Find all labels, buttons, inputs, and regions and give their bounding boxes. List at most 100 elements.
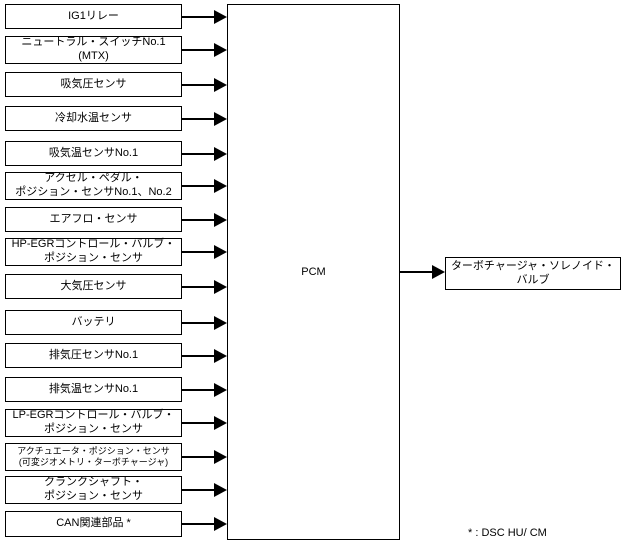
input-box-intake-air-temp-sensor-no1: 吸気温センサNo.1 xyxy=(5,141,182,166)
input-label: エアフロ・センサ xyxy=(49,212,138,225)
input-row: 吸気温センサNo.1 xyxy=(5,141,227,166)
input-row: クランクシャフト・ ポジション・センサ xyxy=(5,476,227,504)
output-box-turbocharger-solenoid-valve: ターボチャージャ・ソレノイド・ バルブ xyxy=(445,257,621,290)
input-box-crankshaft-position-sensor: クランクシャフト・ ポジション・センサ xyxy=(5,476,182,504)
arrow-head xyxy=(214,212,227,227)
input-box-actuator-position-sensor: アクチュエータ・ポジション・センサ (可変ジオメトリ・ターボチャージャ) xyxy=(5,443,182,471)
arrow-right-icon xyxy=(182,483,227,497)
arrow-stem xyxy=(182,152,215,155)
pcm-label: PCM xyxy=(301,266,326,278)
input-label: IG1リレー xyxy=(68,9,119,22)
arrow-stem xyxy=(182,388,215,391)
arrow-right-icon xyxy=(182,146,227,161)
arrow-stem xyxy=(182,15,215,18)
input-label: HP-EGRコントロール・バルブ・ ポジション・センサ xyxy=(11,238,176,264)
input-label: アクチュエータ・ポジション・センサ (可変ジオメトリ・ターボチャージャ) xyxy=(17,445,170,467)
input-row: アクチュエータ・ポジション・センサ (可変ジオメトリ・ターボチャージャ) xyxy=(5,443,227,471)
arrow-head xyxy=(214,315,227,330)
arrow-head xyxy=(214,43,227,57)
input-box-ig1-relay: IG1リレー xyxy=(5,4,182,29)
arrow-right-icon xyxy=(182,382,227,397)
arrow-stem xyxy=(182,117,215,120)
arrow-right-icon xyxy=(182,315,227,330)
arrow-stem xyxy=(182,83,215,86)
arrow-right-icon xyxy=(182,77,227,92)
input-box-lp-egr-control-valve-position-sensor: LP-EGRコントロール・バルブ・ ポジション・センサ xyxy=(5,409,182,437)
arrow-head xyxy=(214,77,227,92)
input-box-barometric-pressure-sensor: 大気圧センサ xyxy=(5,274,182,299)
arrow-stem xyxy=(182,185,215,187)
arrow-right-icon xyxy=(182,245,227,259)
arrow-head xyxy=(214,483,227,497)
arrow-head xyxy=(214,179,227,193)
input-row: 冷却水温センサ xyxy=(5,106,227,131)
arrow-head xyxy=(214,279,227,294)
arrow-head xyxy=(214,111,227,126)
input-label: 吸気圧センサ xyxy=(60,77,127,90)
input-row: アクセル・ペダル・ ポジション・センサNo.1、No.2 xyxy=(5,172,227,200)
arrow-head xyxy=(214,382,227,397)
input-row: 排気圧センサNo.1 xyxy=(5,343,227,368)
input-label: クランクシャフト・ ポジション・センサ xyxy=(44,476,143,502)
input-label: CAN関連部品 * xyxy=(56,517,131,530)
arrow-right-icon xyxy=(182,212,227,227)
input-box-exhaust-pressure-sensor-no1: 排気圧センサNo.1 xyxy=(5,343,182,368)
input-label: 冷却水温センサ xyxy=(55,111,132,124)
input-row: 大気圧センサ xyxy=(5,274,227,299)
input-label: 排気圧センサNo.1 xyxy=(48,348,139,361)
arrow-right-icon xyxy=(182,450,227,464)
arrow-stem xyxy=(182,218,215,221)
input-box-neutral-switch-no1-mtx: ニュートラル・スイッチNo.1 (MTX) xyxy=(5,36,182,64)
arrow-head xyxy=(214,245,227,259)
arrow-right-icon xyxy=(182,348,227,363)
arrow-head xyxy=(214,146,227,161)
input-row: HP-EGRコントロール・バルブ・ ポジション・センサ xyxy=(5,238,227,266)
arrow-head xyxy=(214,517,227,531)
arrow-stem xyxy=(182,523,215,525)
arrow-right-icon xyxy=(400,265,445,279)
input-box-accelerator-pedal-position-sensor: アクセル・ペダル・ ポジション・センサNo.1、No.2 xyxy=(5,172,182,200)
pcm-box: PCM xyxy=(227,4,400,540)
arrow-right-icon xyxy=(182,43,227,57)
arrow-right-icon xyxy=(182,9,227,24)
arrow-right-icon xyxy=(182,179,227,193)
input-box-exhaust-temp-sensor-no1: 排気温センサNo.1 xyxy=(5,377,182,402)
input-box-airflow-sensor: エアフロ・センサ xyxy=(5,207,182,232)
arrow-stem xyxy=(400,271,433,273)
input-row: IG1リレー xyxy=(5,4,227,29)
input-box-intake-pressure-sensor: 吸気圧センサ xyxy=(5,72,182,97)
arrow-stem xyxy=(182,321,215,324)
input-label: 大気圧センサ xyxy=(60,279,127,292)
arrow-stem xyxy=(182,422,215,424)
input-box-can-related-parts: CAN関連部品 * xyxy=(5,511,182,537)
arrow-head xyxy=(214,9,227,24)
arrow-stem xyxy=(182,489,215,491)
input-label: LP-EGRコントロール・バルブ・ ポジション・センサ xyxy=(12,409,175,435)
input-label: アクセル・ペダル・ ポジション・センサNo.1、No.2 xyxy=(15,172,172,198)
input-row: LP-EGRコントロール・バルブ・ ポジション・センサ xyxy=(5,409,227,437)
input-row: ニュートラル・スイッチNo.1 (MTX) xyxy=(5,36,227,64)
arrow-stem xyxy=(182,456,215,458)
input-label: ニュートラル・スイッチNo.1 (MTX) xyxy=(21,36,166,62)
input-label: 排気温センサNo.1 xyxy=(48,382,139,395)
arrow-stem xyxy=(182,49,215,51)
input-box-hp-egr-control-valve-position-sensor: HP-EGRコントロール・バルブ・ ポジション・センサ xyxy=(5,238,182,266)
arrow-stem xyxy=(182,251,215,253)
arrow-head xyxy=(432,265,445,279)
input-row: バッテリ xyxy=(5,310,227,335)
arrow-head xyxy=(214,348,227,363)
input-label: 吸気温センサNo.1 xyxy=(48,146,139,159)
arrow-right-icon xyxy=(182,517,227,531)
arrow-head xyxy=(214,416,227,430)
input-row: 排気温センサNo.1 xyxy=(5,377,227,402)
input-box-battery: バッテリ xyxy=(5,310,182,335)
arrow-stem xyxy=(182,285,215,288)
output-label: ターボチャージャ・ソレノイド・ バルブ xyxy=(450,259,616,286)
arrow-head xyxy=(214,450,227,464)
footnote-dsc-hu-cm: * : DSC HU/ CM xyxy=(468,527,547,539)
arrow-right-icon xyxy=(182,111,227,126)
input-row: CAN関連部品 * xyxy=(5,511,227,537)
input-box-coolant-temp-sensor: 冷却水温センサ xyxy=(5,106,182,131)
input-label: バッテリ xyxy=(71,315,116,328)
